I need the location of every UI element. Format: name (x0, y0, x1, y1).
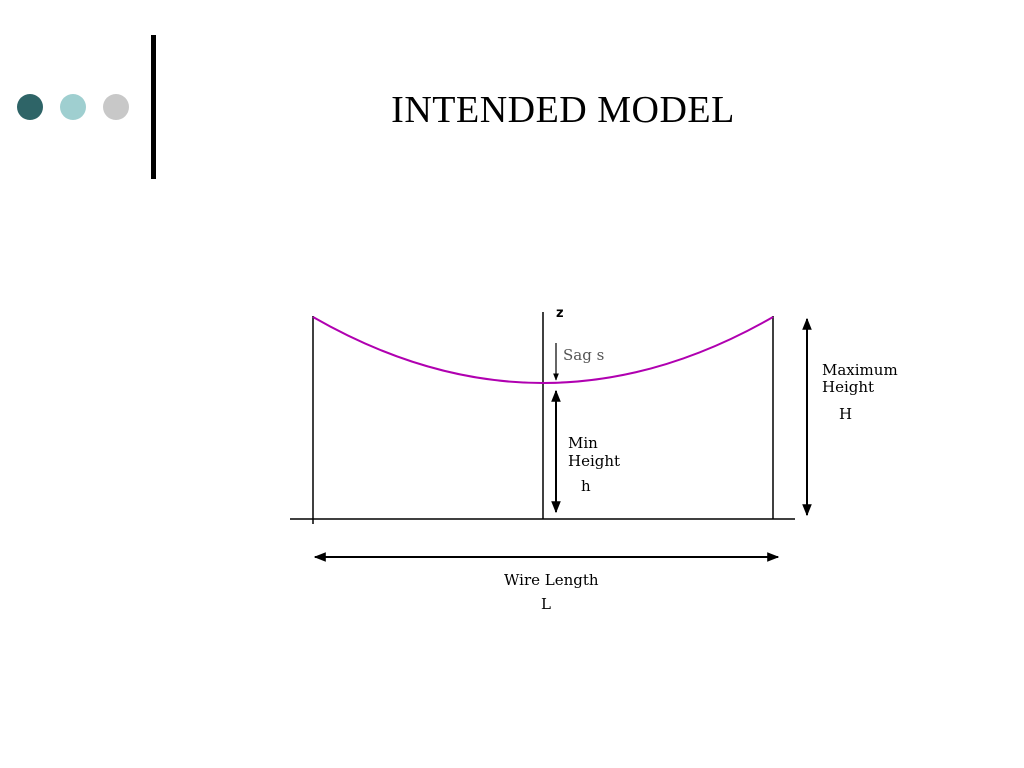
min-height-label-line2: Height (568, 452, 620, 470)
min-height-label-line1: Min (568, 434, 598, 452)
title-divider (151, 35, 156, 179)
max-height-label-line1: Maximum (822, 361, 898, 379)
page-title: INTENDED MODEL (391, 89, 735, 131)
sag-label: Sag s (563, 346, 604, 364)
min-height-symbol: h (581, 477, 591, 495)
wire-length-symbol: L (541, 595, 551, 613)
wire-length-label: Wire Length (504, 571, 599, 589)
decor-dot-dark (17, 94, 43, 120)
decor-dot-grey (103, 94, 129, 120)
max-height-symbol: H (839, 405, 852, 423)
wire-curve (312, 316, 774, 384)
decor-dot-light (60, 94, 86, 120)
z-axis-label: z (556, 306, 564, 321)
max-height-label-line2: Height (822, 378, 874, 396)
